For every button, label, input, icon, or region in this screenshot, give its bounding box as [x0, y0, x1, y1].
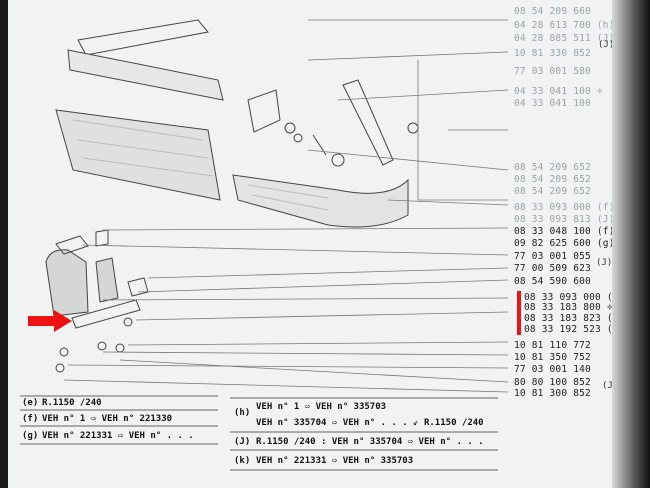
part-number: 08 33 183 823 (h) — [524, 313, 625, 324]
table-label: (g) — [22, 431, 39, 441]
top-bracket — [77, 19, 209, 56]
table-value: VEH n° 221331 ⇨ VEH n° 335703 — [256, 456, 414, 466]
catalog-page: 08 54 209 660 04 28 613 700 (h) 04 28 88… — [8, 0, 634, 488]
table-label: (e) — [22, 398, 39, 408]
part-number: 08 54 209 652 — [514, 162, 591, 173]
part-number: 08 54 209 652 — [514, 186, 591, 197]
part-number: 10 81 300 852 — [514, 388, 591, 399]
page-edge-shadow — [612, 0, 650, 488]
part-number: 08 33 093 000 (f) — [514, 202, 615, 213]
table-label: (h) — [234, 408, 251, 418]
clip-top — [55, 235, 89, 255]
screw-top — [95, 229, 109, 247]
part-number: 80 80 100 852 — [514, 377, 591, 388]
red-arrow-icon — [28, 310, 72, 332]
bracket-plate — [247, 89, 281, 133]
part-number: 08 33 048 100 (f) — [514, 226, 615, 237]
part-number: 08 54 209 652 — [514, 174, 591, 185]
part-number: 09 82 625 600 (g) — [514, 238, 615, 249]
upper-trim-strip — [67, 49, 224, 101]
table-value: VEH n° 1 ⇨ VEH n° 221330 — [42, 414, 173, 424]
part-number: 10 81 330 852 — [514, 48, 591, 59]
table-label: (f) — [22, 414, 39, 424]
table-value: VEH n° 1 ⇨ VEH n° 335703 — [256, 402, 387, 412]
table-value: VEH n° 221331 ⇨ VEH n° . . . — [42, 431, 194, 441]
part-number: 08 33 093 000 (f) — [524, 292, 625, 303]
variant-brace: (J) — [596, 258, 613, 268]
exploded-parts-diagram — [45, 19, 509, 393]
table-label: (k) — [234, 456, 251, 466]
bracket-arm — [342, 79, 394, 166]
table-value: R.1150 /240 : VEH n° 335704 ⇨ VEH n° . .… — [256, 437, 484, 447]
part-number: 10 81 110 772 — [514, 340, 591, 351]
part-number: 77 03 001 140 — [514, 364, 591, 375]
table-value: R.1150 /240 — [42, 398, 102, 408]
part-number: 08 54 590 600 — [514, 276, 591, 287]
part-number: 77 00 509 623 — [514, 263, 591, 274]
lamp-housing-left — [55, 109, 221, 201]
part-number: 04 28 885 511 (J) — [514, 33, 615, 44]
part-number: 08 33 093 813 (J) — [514, 214, 615, 225]
part-number: 08 33 183 800 ÷ (k) — [524, 302, 634, 313]
mounting-plate — [71, 299, 141, 329]
part-number: 08 33 192 523 (J) — [524, 324, 625, 335]
indicator-lens — [232, 174, 409, 228]
highlight-bar — [517, 291, 521, 335]
part-number: 10 81 350 752 — [514, 352, 591, 363]
part-number: 08 54 209 660 — [514, 6, 591, 17]
part-number: 77 03 001 055 — [514, 251, 591, 262]
part-number: 04 33 041 100 — [514, 98, 591, 109]
lamp-seal — [45, 249, 89, 317]
table-value: VEH n° 335704 ⇨ VEH n° . . . ⇙ R.1150 /2… — [256, 418, 484, 428]
table-label: (J) — [234, 437, 251, 447]
clip-small — [127, 277, 149, 297]
part-number: 04 28 613 700 (h) — [514, 20, 615, 31]
variant-brace: (J) — [602, 381, 619, 391]
part-number: 04 33 041 100 ÷ — [514, 86, 603, 97]
variant-brace: (J) — [598, 40, 615, 50]
lamp-bracket-small — [95, 257, 119, 303]
part-number: 77 03 001 580 — [514, 66, 591, 77]
